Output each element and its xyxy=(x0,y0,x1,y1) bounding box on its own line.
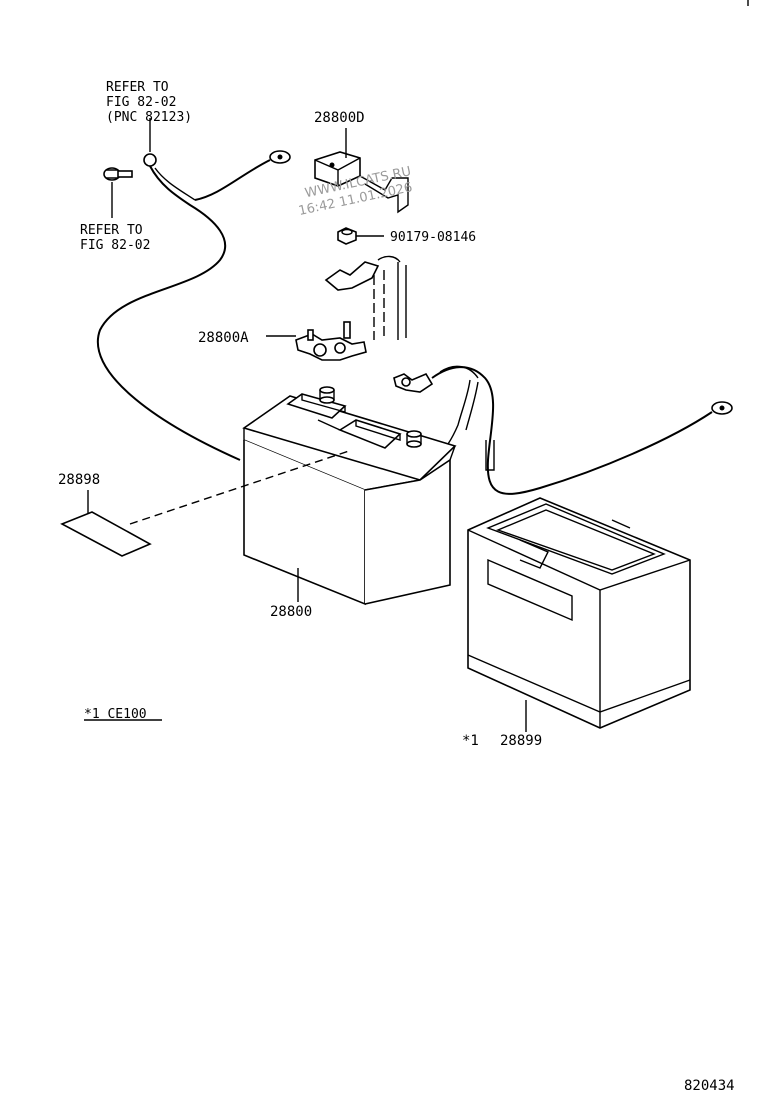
battery-post-icon xyxy=(319,386,335,404)
battery-28800[interactable] xyxy=(242,386,457,606)
positive-battery-cable[interactable] xyxy=(393,365,733,495)
leader-dashed xyxy=(129,449,353,525)
part-number-90179[interactable]: 90179-08146 xyxy=(390,230,476,245)
refer-top-line2: FIG 82-02 xyxy=(106,95,176,110)
refer-mid-line2: FIG 82-02 xyxy=(80,238,150,253)
ring-terminal-icon xyxy=(143,153,157,167)
terminal-clamp-28800A[interactable] xyxy=(295,321,367,361)
part-number-28800A[interactable]: 28800A xyxy=(198,330,249,346)
battery-post-icon xyxy=(406,430,422,448)
battery-tray-28899[interactable] xyxy=(467,497,691,729)
refer-top-line3: (PNC 82123) xyxy=(106,110,192,125)
bolt-icon xyxy=(103,167,133,218)
negative-battery-cable[interactable] xyxy=(97,150,291,461)
part-number-28898[interactable]: 28898 xyxy=(58,472,100,488)
battery-clamp-28800D[interactable] xyxy=(314,151,409,214)
nut-icon[interactable] xyxy=(337,227,357,245)
part-number-28899[interactable]: 28899 xyxy=(500,733,542,749)
leader-lines xyxy=(84,118,527,732)
battery-label-28898[interactable] xyxy=(60,449,353,557)
refer-top-line1: REFER TO xyxy=(106,80,169,95)
positive-cable-wire xyxy=(431,366,713,495)
terminal-clip-icon xyxy=(393,372,434,393)
part-number-28800D[interactable]: 28800D xyxy=(314,110,365,126)
star-note: *1 xyxy=(462,733,479,749)
negative-cable-wire xyxy=(97,165,241,461)
footnote-text: *1 CE100 xyxy=(84,707,147,722)
hold-down-rod[interactable] xyxy=(324,255,407,340)
figure-number: 820434 xyxy=(684,1078,735,1094)
part-number-28800[interactable]: 28800 xyxy=(270,604,312,620)
refer-mid-line1: REFER TO xyxy=(80,223,143,238)
